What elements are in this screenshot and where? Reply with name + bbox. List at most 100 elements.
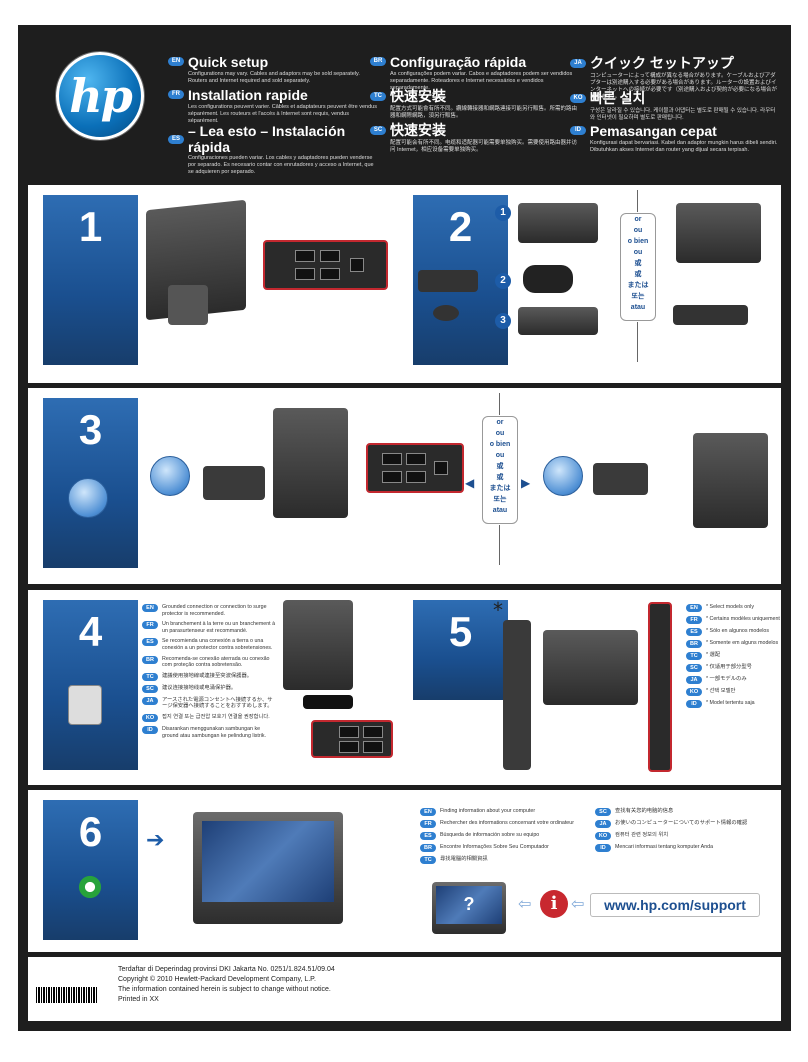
note-item: ES* Sólo en algunos modelos	[686, 628, 781, 636]
arrow-left-icon: ◀	[465, 476, 475, 490]
wall-outlet-illustration	[68, 685, 102, 725]
barcode	[36, 987, 98, 1003]
usb-port	[320, 268, 340, 280]
arrow-right-icon: ➔	[146, 828, 165, 853]
mouse-receiver-illustration	[523, 265, 573, 293]
support-url-link[interactable]: www.hp.com/support	[590, 893, 760, 917]
computer-corded-illustration	[676, 203, 761, 263]
usb-port	[363, 726, 383, 738]
step-5-panel: 5 * EN* Select models only FR* Certains …	[408, 590, 781, 785]
power-port-callout	[311, 720, 393, 758]
usb-port	[363, 741, 383, 753]
step-2-panel: 2 1 2 3 or ou o bien ou 或 或 または 또는 atau	[408, 185, 781, 383]
legal-text: Terdaftar di Deperindag provinsi DKI Jak…	[118, 966, 335, 1003]
ethernet-port	[434, 461, 448, 475]
power-button-hand-icon	[73, 870, 107, 904]
or-options-box: or ou o bien ou 或 或 または 또는 atau	[620, 213, 656, 321]
note-item: KO* 선택 모델만	[686, 688, 781, 696]
row-steps-1-2: 1 2 1 2 3 or ou o bi	[28, 185, 781, 383]
note-item: JA* 一部モデルのみ	[686, 676, 781, 684]
hp-logo: hp	[56, 52, 144, 140]
ethernet-port-callout	[366, 443, 464, 493]
keyboard-receiver-illustration	[518, 307, 598, 335]
computer-front-illustration	[193, 812, 343, 924]
note-item: TC* 選配	[686, 652, 781, 660]
note-item: BR* Somente em alguns modelos	[686, 640, 781, 648]
select-models-asterisk: *	[493, 598, 503, 622]
row-step-3: 3 ◀ or ou o bien ou 或 或 または 또는 atau ▶	[28, 388, 781, 584]
router-illustration	[203, 466, 265, 500]
mouse-illustration	[433, 305, 459, 321]
usb-port	[406, 471, 426, 483]
substep-2-marker: 2	[495, 273, 511, 289]
info-icon: i	[540, 890, 568, 918]
ethernet-port	[350, 258, 364, 272]
or-divider-line	[637, 322, 638, 362]
internet-globe-icon	[150, 456, 190, 496]
computer-front-illustration	[693, 433, 768, 528]
computer-side-illustration	[518, 203, 598, 243]
usb-port	[406, 453, 426, 465]
usb-port	[339, 741, 359, 753]
usb-port	[295, 250, 315, 262]
note-item: EN* Select models only	[686, 604, 781, 612]
stand-illustration	[168, 285, 208, 325]
double-arrow-icon: ⇦	[518, 894, 532, 913]
arrow-right-icon: ▶	[521, 476, 531, 490]
step-number-box: 1	[43, 195, 138, 365]
step-5-notes: EN* Select models only FR* Certains modè…	[686, 604, 781, 712]
usb-port	[320, 250, 340, 262]
note-item: FR* Certains modèles uniquement	[686, 616, 781, 624]
corded-keyboard-illustration	[673, 305, 748, 325]
side-ports-callout	[648, 602, 672, 772]
lang-block-es: ES– Lea esto – Instalación rápida Config…	[168, 123, 378, 176]
globe-icon	[68, 478, 108, 518]
internet-globe-icon	[543, 456, 583, 496]
help-monitor-illustration: ?	[432, 882, 506, 934]
note-item: SC* 仅适用于部分型号	[686, 664, 781, 672]
usb-port	[295, 268, 315, 280]
keyboard-illustration	[418, 270, 478, 292]
usb-port	[339, 726, 359, 738]
step-number-box: 6	[43, 800, 138, 940]
step-number-box: 5	[413, 600, 508, 700]
note-item: ID* Model tertentu saja	[686, 700, 781, 708]
computer-side-illustration	[503, 620, 531, 770]
or-options-box: or ou o bien ou 或 或 または 또는 atau	[482, 416, 518, 524]
or-divider-line	[499, 393, 500, 415]
footer: Terdaftar di Deperindag provinsi DKI Jak…	[28, 957, 781, 1021]
usb-port	[382, 471, 402, 483]
substep-3-marker: 3	[495, 313, 511, 329]
